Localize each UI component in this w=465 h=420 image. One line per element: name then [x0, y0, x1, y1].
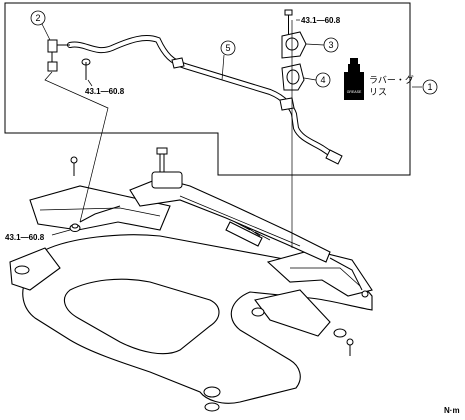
grease-note-line1: ラバー・グ: [369, 74, 414, 86]
link-upper-nut: [81, 58, 91, 80]
stabilizer-bracket: [281, 31, 307, 59]
torque-spec-bracket-bolt: 43.1—60.8: [301, 16, 341, 25]
callout-5: 5: [220, 40, 236, 56]
torque-units-label: N·m: [444, 406, 460, 415]
stabilizer-bushing: [281, 63, 305, 91]
stabilizer-bar: [67, 35, 343, 165]
stabilizer-control-link: [47, 39, 70, 72]
torque-spec-link-upper: 43.1—60.8: [85, 87, 125, 96]
svg-text:4: 4: [320, 75, 325, 85]
svg-text:5: 5: [225, 43, 230, 53]
crossmember-subframe: [9, 156, 373, 412]
link-lower-nut: [69, 223, 81, 232]
svg-text:1: 1: [427, 82, 432, 92]
steering-gear-assembly: [79, 147, 363, 291]
detail-inset-outline: [4, 2, 411, 176]
grease-can-icon: GREASE: [344, 58, 364, 100]
callout-4: 4: [315, 72, 331, 88]
callout-3: 3: [323, 37, 339, 53]
callout-2: 2: [30, 10, 46, 26]
svg-text:2: 2: [35, 13, 40, 23]
grease-can-label: GREASE: [347, 90, 362, 94]
torque-spec-link-lower: 43.1—60.8: [5, 233, 45, 242]
svg-text:3: 3: [328, 40, 333, 50]
callout-1: 1: [422, 79, 438, 95]
grease-note-line2: リス: [369, 88, 387, 98]
bracket-bolt: [284, 9, 293, 34]
